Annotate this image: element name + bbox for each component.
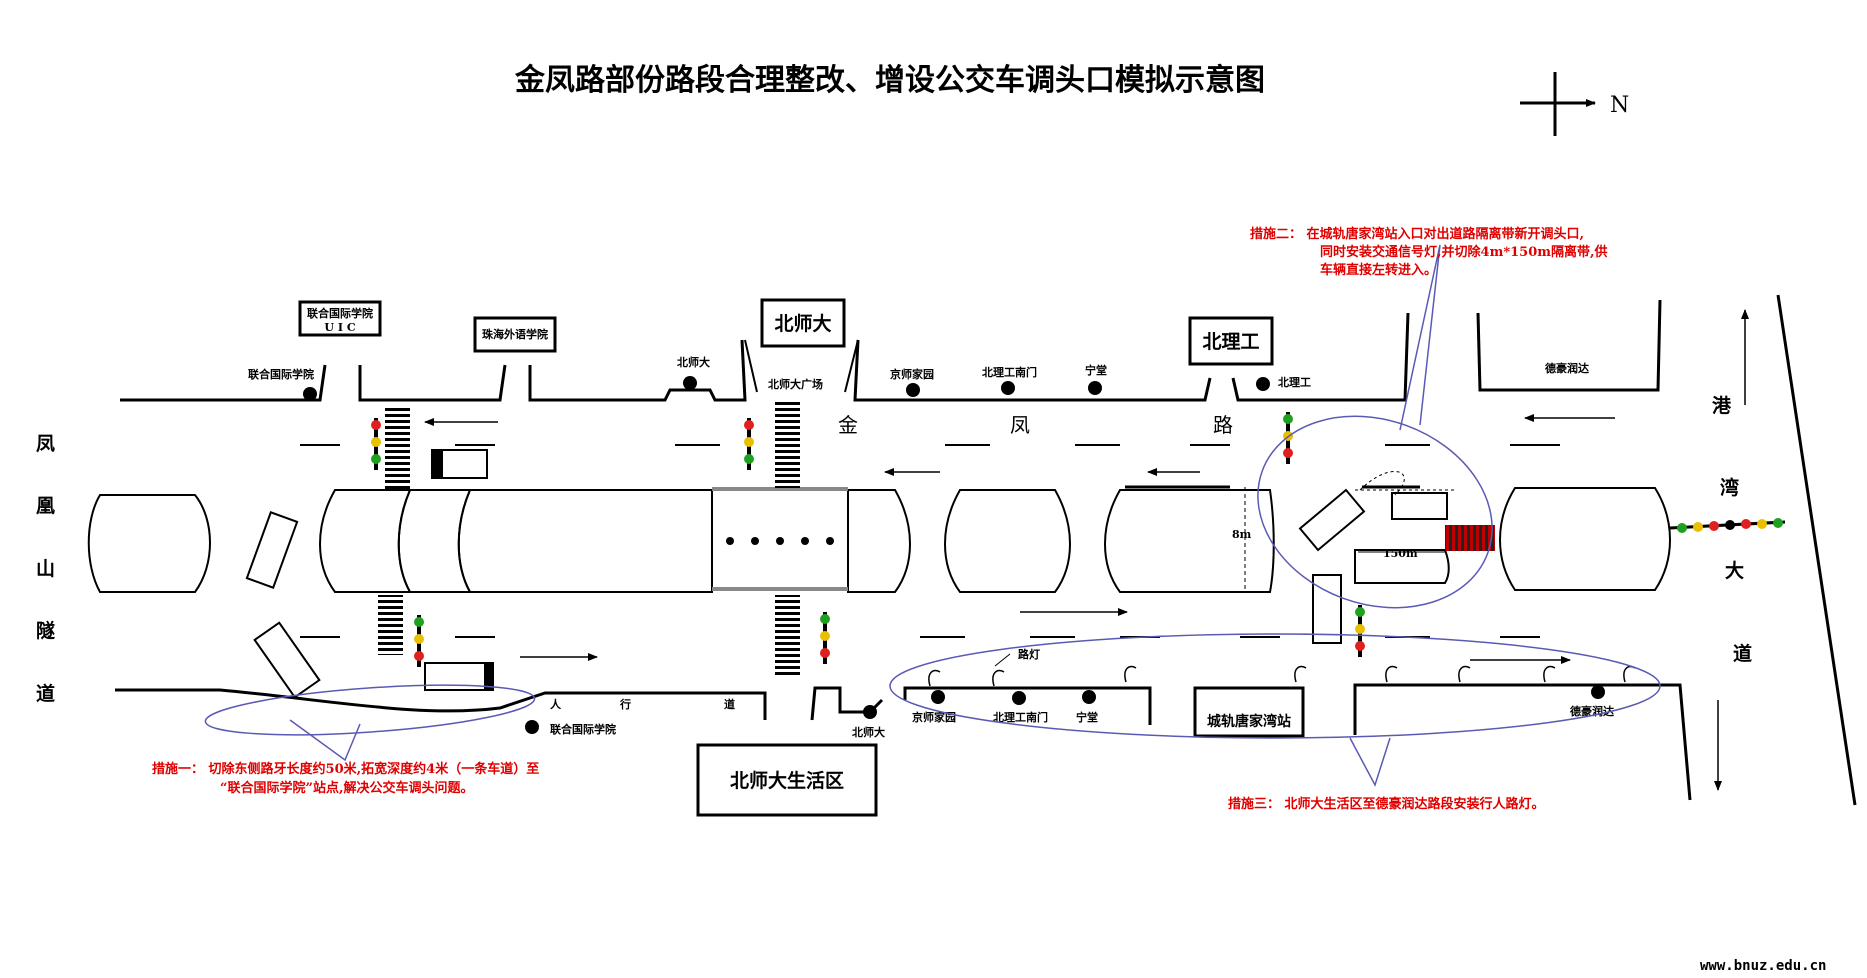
bus-6	[1298, 488, 1366, 552]
measure-2-callout	[1399, 244, 1441, 431]
measure-2-line-3: 车辆直接左转进入。	[1320, 262, 1437, 278]
compass-north-label: N	[1610, 93, 1629, 118]
measure-2-ellipse	[1257, 415, 1493, 609]
traffic-signals	[371, 412, 1786, 667]
measure-1-line-1: 措施一： 切除东侧路牙长度约50米,拓宽深度约4米（一条车道）至	[152, 761, 539, 777]
road-name-char-2: 凤	[1010, 413, 1030, 437]
streetlamp-icons	[928, 665, 1636, 687]
bnu-entrance-road	[744, 339, 859, 393]
stop-south-dehao: 德豪润达	[1569, 704, 1614, 718]
stop-north-uic: 联合国际学院	[248, 367, 314, 381]
signal-2	[744, 418, 754, 470]
stop-south-ningtang: 宁堂	[1076, 710, 1098, 724]
lane-markings	[300, 444, 1560, 638]
stop-south-bit-gate: 北理工南门	[993, 710, 1048, 724]
traffic-arrows	[424, 309, 1749, 791]
compass-icon	[1520, 72, 1596, 136]
stop-south-jingshi: 京师家园	[912, 710, 956, 724]
width-label: 8m	[1232, 528, 1252, 541]
streetlamp-label: 路灯	[1018, 647, 1040, 661]
station-box: 城轨唐家湾站	[1207, 713, 1291, 730]
tunnel-char-2: 凰	[36, 495, 55, 517]
bus-4	[253, 621, 321, 699]
measure-1-ellipse	[204, 684, 536, 736]
bnu-box: 北师大	[774, 312, 831, 335]
signal-7	[1669, 518, 1786, 533]
measure-1-callout	[289, 719, 361, 762]
tunnel-char-3: 山	[36, 558, 55, 580]
road-name-char-3: 路	[1213, 413, 1233, 437]
measure-3-text: 措施三： 北师大生活区至德豪润达路段安装行人路灯。	[1228, 796, 1545, 812]
median-islands	[87, 487, 1671, 593]
measure-3-callout	[1349, 737, 1391, 787]
vehicles	[245, 449, 1448, 699]
signal-1	[371, 418, 381, 470]
measure-2-line-2: 同时安装交通信号灯,并切除4m*150m隔离带,供	[1320, 244, 1608, 260]
signal-5	[820, 612, 830, 664]
place-boxes	[298, 298, 1305, 817]
tunnel-char-1: 凤	[36, 433, 55, 455]
bnu-living-box: 北师大生活区	[730, 769, 844, 792]
streetlamp-pointer	[994, 653, 1011, 667]
stop-north-jingshi: 京师家园	[890, 367, 934, 381]
bus-5	[1391, 492, 1448, 520]
signal-4	[414, 615, 424, 667]
stop-north-bnu-plaza: 北师大广场	[768, 377, 823, 391]
stop-north-ningtang: 宁堂	[1085, 363, 1107, 377]
uic-box-name: 联合国际学院	[307, 306, 373, 320]
bus-stop-markers	[303, 376, 1605, 734]
east-avenue-curb	[1776, 294, 1857, 806]
avenue-char-2: 湾	[1720, 476, 1739, 499]
diagram-title: 金凤路部份路段合理整改、增设公交车调头口模拟示意图	[514, 63, 1265, 98]
signal-3	[1283, 412, 1293, 464]
avenue-char-1: 港	[1712, 395, 1732, 417]
u-turn-path	[1355, 471, 1455, 496]
road-name-char-1: 金	[838, 413, 858, 437]
stop-south-bnu: 北师大	[852, 725, 885, 739]
sidewalk-char-2: 行	[619, 697, 631, 711]
crosswalks	[378, 400, 1495, 675]
length-label: 150m	[1383, 547, 1418, 560]
bnu-plaza-crosswalk	[712, 487, 848, 591]
stop-north-dehao: 德豪润达	[1544, 361, 1589, 375]
stop-north-bit: 北理工	[1278, 375, 1311, 389]
measure-1-line-2: “联合国际学院”站点,解决公交车调头问题。	[220, 780, 473, 796]
avenue-char-3: 大	[1725, 559, 1744, 582]
measure-highlights	[204, 244, 1661, 787]
sidewalk-char-1: 人	[550, 697, 562, 711]
zhuhai-foreign-box: 珠海外语学院	[482, 327, 548, 341]
tunnel-char-4: 隧	[36, 619, 55, 642]
bit-box: 北理工	[1202, 331, 1259, 353]
avenue-char-4: 道	[1733, 642, 1752, 665]
stop-south-uic: 联合国际学院	[550, 722, 616, 736]
stop-north-bnu: 北师大	[677, 355, 710, 369]
bus-3	[245, 511, 299, 589]
sidewalk-char-3: 道	[724, 697, 735, 711]
uic-box-abbr: U I C	[324, 321, 355, 334]
signal-6	[1355, 605, 1365, 657]
watermark-url: www.bnuz.edu.cn	[1700, 958, 1826, 974]
tunnel-char-5: 道	[36, 682, 55, 705]
stop-north-bit-gate: 北理工南门	[982, 365, 1037, 379]
measure-2-line-1: 措施二： 在城轨唐家湾站入口对出道路隔离带新开调头口,	[1250, 226, 1584, 242]
measure-3-ellipse	[889, 633, 1661, 739]
